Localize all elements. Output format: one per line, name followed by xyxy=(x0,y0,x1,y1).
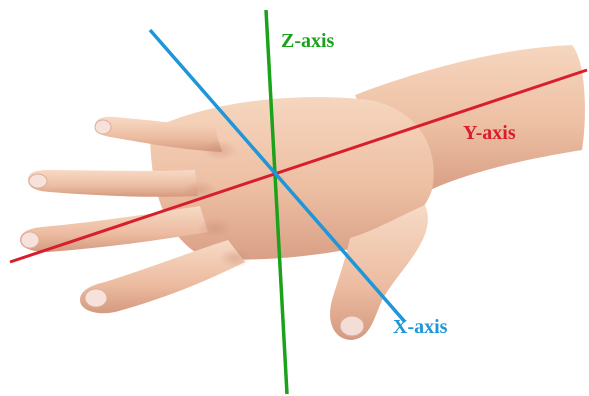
ring-nail xyxy=(21,232,39,248)
hand-illustration xyxy=(20,45,585,340)
knuckle-shade xyxy=(197,218,233,238)
middle-finger xyxy=(28,170,198,197)
knuckle-shade xyxy=(182,180,218,200)
z-axis-label: Z-axis xyxy=(281,30,335,52)
x-axis-label: X-axis xyxy=(393,316,448,338)
thumb-nail xyxy=(340,316,364,336)
ring-finger xyxy=(20,206,208,252)
knuckle-shade xyxy=(219,248,251,268)
knuckle-shade xyxy=(202,140,238,160)
y-axis-label: Y-axis xyxy=(463,122,516,144)
middle-nail xyxy=(29,174,47,188)
index-nail xyxy=(95,120,111,134)
little-nail xyxy=(85,289,107,307)
